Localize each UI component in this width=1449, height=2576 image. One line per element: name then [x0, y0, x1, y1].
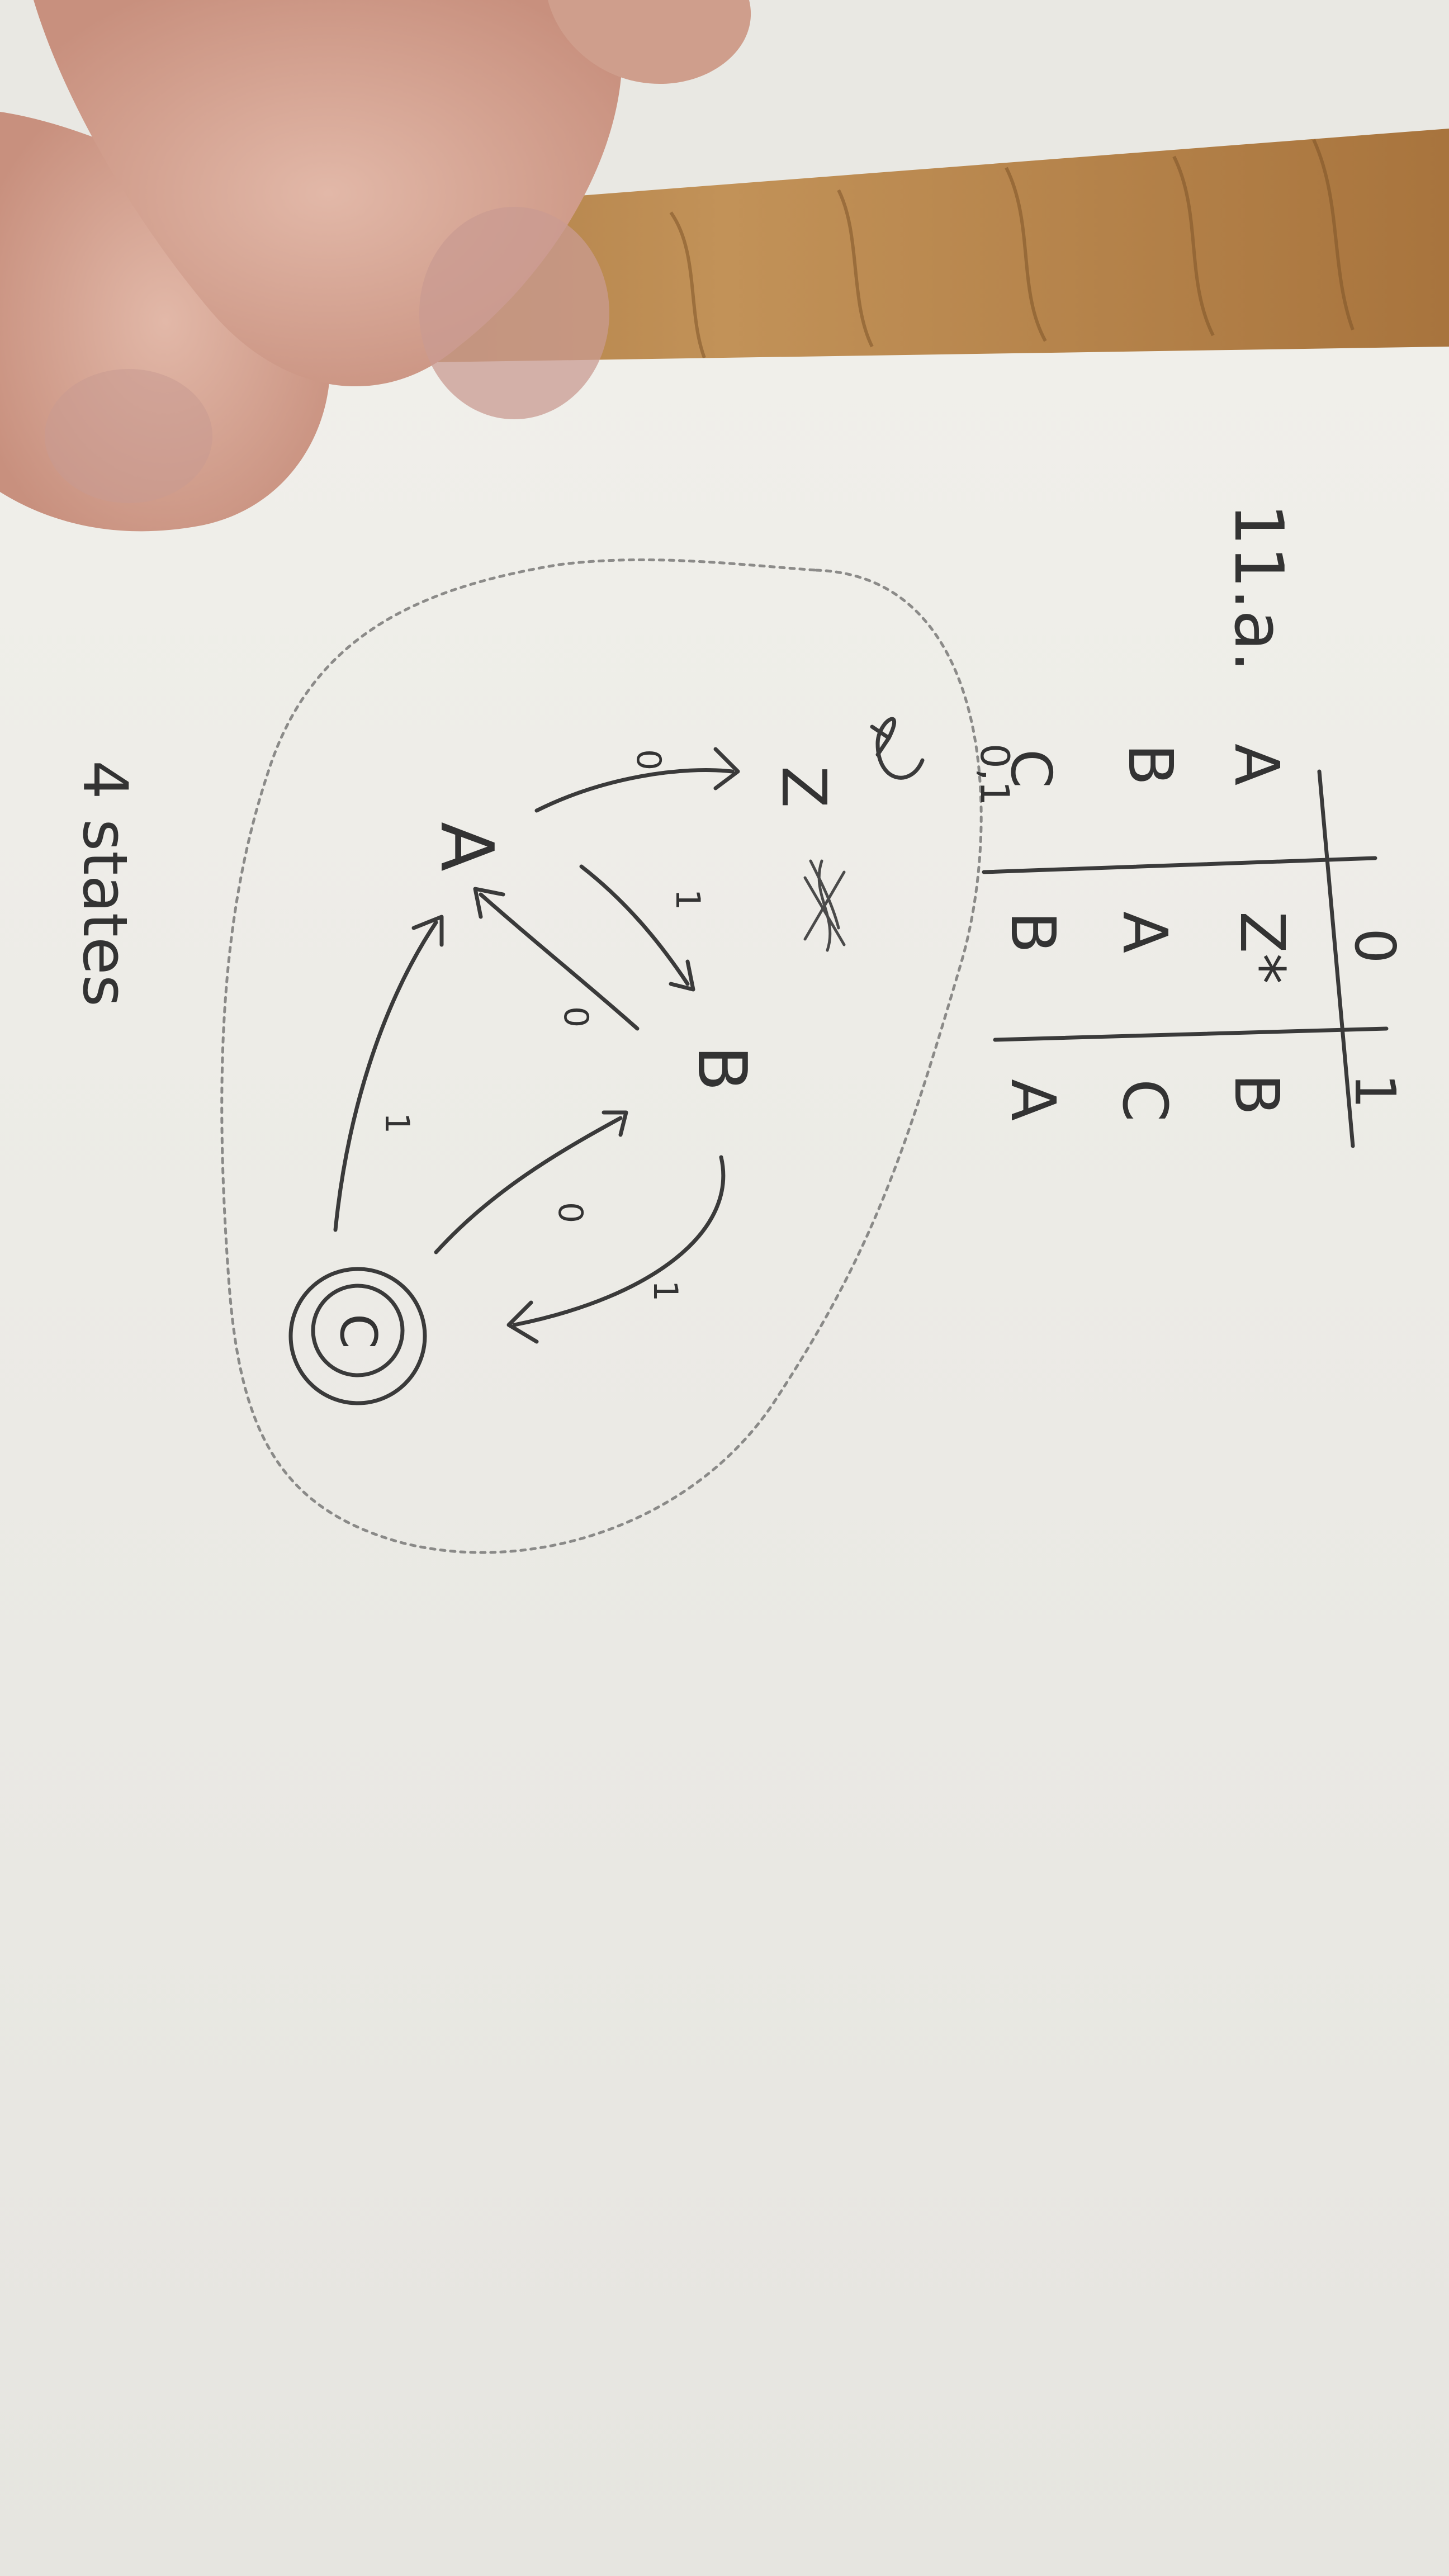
row-state-b: B: [1115, 744, 1186, 785]
arrow-c-to-a: [333, 915, 444, 1232]
arrow-b-to-a: [473, 887, 640, 1031]
cell-c-0: B: [997, 911, 1069, 953]
state-c: C: [329, 1314, 387, 1349]
cell-b-0: A: [1109, 911, 1181, 953]
state-c-accepting: C: [288, 1267, 427, 1405]
table-column-divider-right: [993, 1026, 1389, 1042]
label-a-to-z: 0: [629, 749, 668, 770]
arrow-a-to-z: [534, 747, 740, 813]
label-c-to-a: 1: [377, 1112, 416, 1134]
transition-table: 0 1 A B C Z* B A C B A: [982, 744, 1408, 1148]
hand-fingers: [0, 0, 751, 532]
cell-a-0: Z*: [1227, 911, 1298, 984]
z-self-loop-arrow: [870, 717, 925, 780]
state-a: A: [424, 822, 509, 872]
table-header-divider: [982, 856, 1377, 874]
cell-b-1: C: [1109, 1079, 1181, 1122]
arrow-c-to-b: [434, 1110, 628, 1254]
state-b: B: [683, 1045, 760, 1091]
table-column-divider-left: [1317, 769, 1355, 1148]
automaton-diagram: Z 0,1 A B C 0 1 0 1 0 1: [288, 717, 1017, 1405]
arrow-b-to-c: [506, 1155, 726, 1344]
row-state-a: A: [1221, 744, 1292, 785]
cell-c-1: A: [997, 1079, 1069, 1121]
states-count-note: 4 states: [69, 760, 141, 1007]
label-b-to-c: 1: [646, 1280, 685, 1301]
label-a-to-b: 1: [668, 889, 707, 910]
diagram-boundary: [220, 558, 983, 1554]
state-z: Z: [768, 766, 840, 808]
cell-a-1: B: [1221, 1073, 1292, 1115]
row-state-c: C: [998, 749, 1064, 788]
column-header-1: 1: [1342, 1073, 1408, 1109]
label-b-to-a: 0: [556, 1006, 595, 1027]
column-header-0: 0: [1342, 928, 1408, 964]
z-self-loop-label: 0,1: [972, 744, 1017, 806]
arrow-a-to-b: [579, 864, 695, 992]
scribble-mark: [803, 859, 846, 952]
problem-label: 11.a.: [1219, 503, 1297, 673]
label-c-to-b: 0: [551, 1202, 590, 1223]
